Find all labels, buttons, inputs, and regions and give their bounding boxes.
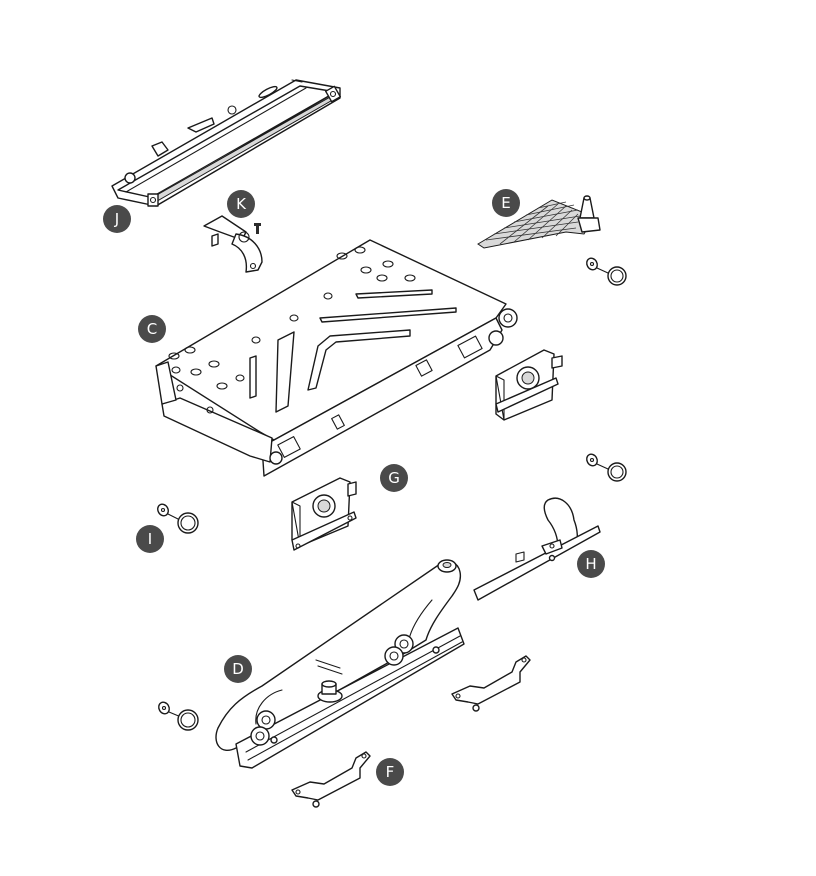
mounting-bracket-right-part bbox=[451, 655, 531, 712]
callout-f-label: F bbox=[385, 762, 395, 781]
callout-k-label: K bbox=[236, 194, 246, 213]
callout-e-label: E bbox=[501, 193, 511, 212]
callout-h-label: H bbox=[585, 554, 597, 573]
mounting-bracket-f-part bbox=[291, 751, 371, 808]
roller-carriage-plate-part bbox=[291, 477, 357, 551]
curved-lever-strip-part bbox=[473, 497, 601, 601]
callout-i-label: I bbox=[147, 529, 153, 548]
callout-g-label: G bbox=[388, 468, 400, 487]
callout-c-label: C bbox=[146, 319, 158, 338]
callout-d-label: D bbox=[232, 659, 244, 678]
callout-i: I bbox=[136, 525, 164, 553]
knob-lower-right-part bbox=[586, 453, 627, 482]
knob-upper-right-part bbox=[586, 257, 627, 286]
knob-and-washer-i-part bbox=[157, 503, 199, 534]
top-rail-part bbox=[111, 79, 342, 207]
callout-j: J bbox=[103, 205, 131, 233]
roller-plate-right-part bbox=[495, 349, 563, 421]
callout-e: E bbox=[492, 189, 520, 217]
callout-k: K bbox=[227, 190, 255, 218]
bracket-with-screw-part bbox=[203, 215, 263, 273]
main-chassis-part bbox=[155, 239, 518, 477]
callout-j-label: J bbox=[114, 209, 120, 228]
callout-c: C bbox=[138, 315, 166, 343]
callout-h: H bbox=[577, 550, 605, 578]
callout-d: D bbox=[224, 655, 252, 683]
triangular-grid-plate-part bbox=[477, 195, 601, 249]
knob-lower-left-part bbox=[158, 701, 199, 731]
callout-f: F bbox=[376, 758, 404, 786]
arm-slide-assembly-part bbox=[215, 559, 465, 769]
callout-g: G bbox=[380, 464, 408, 492]
